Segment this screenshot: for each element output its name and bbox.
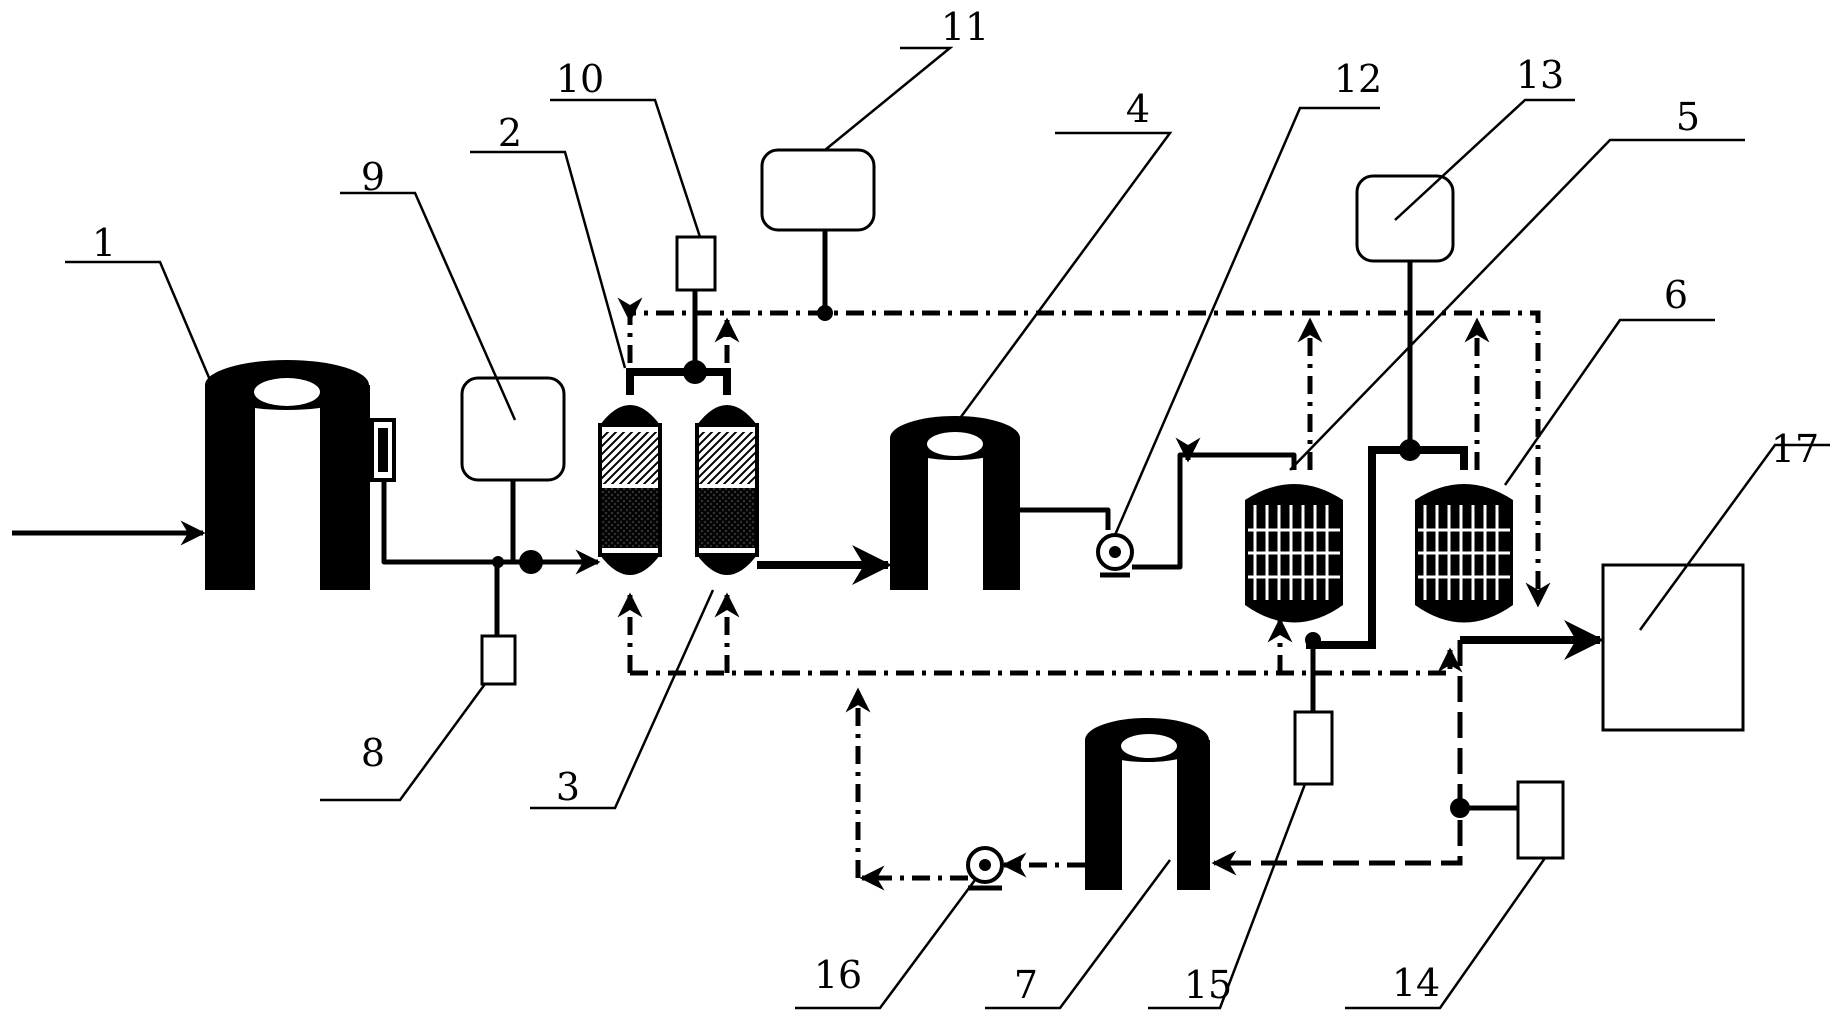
regeneration-loop xyxy=(617,297,1551,891)
label-14: 14 xyxy=(1392,961,1440,1005)
label-7: 7 xyxy=(1014,963,1038,1007)
sensor-box-15 xyxy=(1293,710,1334,786)
label-6: 6 xyxy=(1664,273,1688,317)
label-12: 12 xyxy=(1334,57,1382,101)
sensor-box-14 xyxy=(1516,780,1565,860)
label-11: 11 xyxy=(941,5,989,49)
number-labels: 1 2 3 4 5 6 7 8 9 10 11 12 13 14 15 16 1… xyxy=(92,5,1819,1007)
pump-12 xyxy=(1096,533,1134,578)
label-4: 4 xyxy=(1126,87,1150,131)
reactor-5 xyxy=(1245,484,1343,623)
junction-dot xyxy=(1305,632,1321,648)
intermediate-tank xyxy=(890,416,1020,590)
label-10: 10 xyxy=(556,57,604,101)
pump-16 xyxy=(966,846,1004,891)
junction-dot xyxy=(1399,439,1421,461)
junction-dot xyxy=(519,550,543,574)
label-8: 8 xyxy=(361,731,385,775)
label-17: 17 xyxy=(1771,427,1819,471)
sensor-box-10 xyxy=(675,235,717,292)
label-16: 16 xyxy=(814,953,862,997)
feed-tank xyxy=(205,360,396,590)
adsorption-column-3 xyxy=(695,405,759,575)
process-piping xyxy=(12,230,1604,712)
label-9: 9 xyxy=(361,155,385,199)
label-2: 2 xyxy=(498,111,522,155)
junction-dot xyxy=(492,556,504,568)
reactor-6 xyxy=(1415,484,1513,623)
label-5: 5 xyxy=(1676,95,1700,139)
sensor-box-8 xyxy=(480,634,517,686)
controller-box-11 xyxy=(760,148,876,232)
product-tank-17 xyxy=(1601,563,1745,732)
regeneration-tank xyxy=(1085,718,1210,890)
junction-dot xyxy=(683,360,707,384)
adsorption-column-2 xyxy=(598,405,662,575)
label-1: 1 xyxy=(92,221,116,265)
leader-lines xyxy=(65,46,1830,1010)
label-13: 13 xyxy=(1516,53,1564,97)
label-3: 3 xyxy=(556,765,580,809)
label-15: 15 xyxy=(1184,963,1232,1007)
controller-box-9 xyxy=(460,376,566,482)
controller-box-13 xyxy=(1355,174,1455,263)
